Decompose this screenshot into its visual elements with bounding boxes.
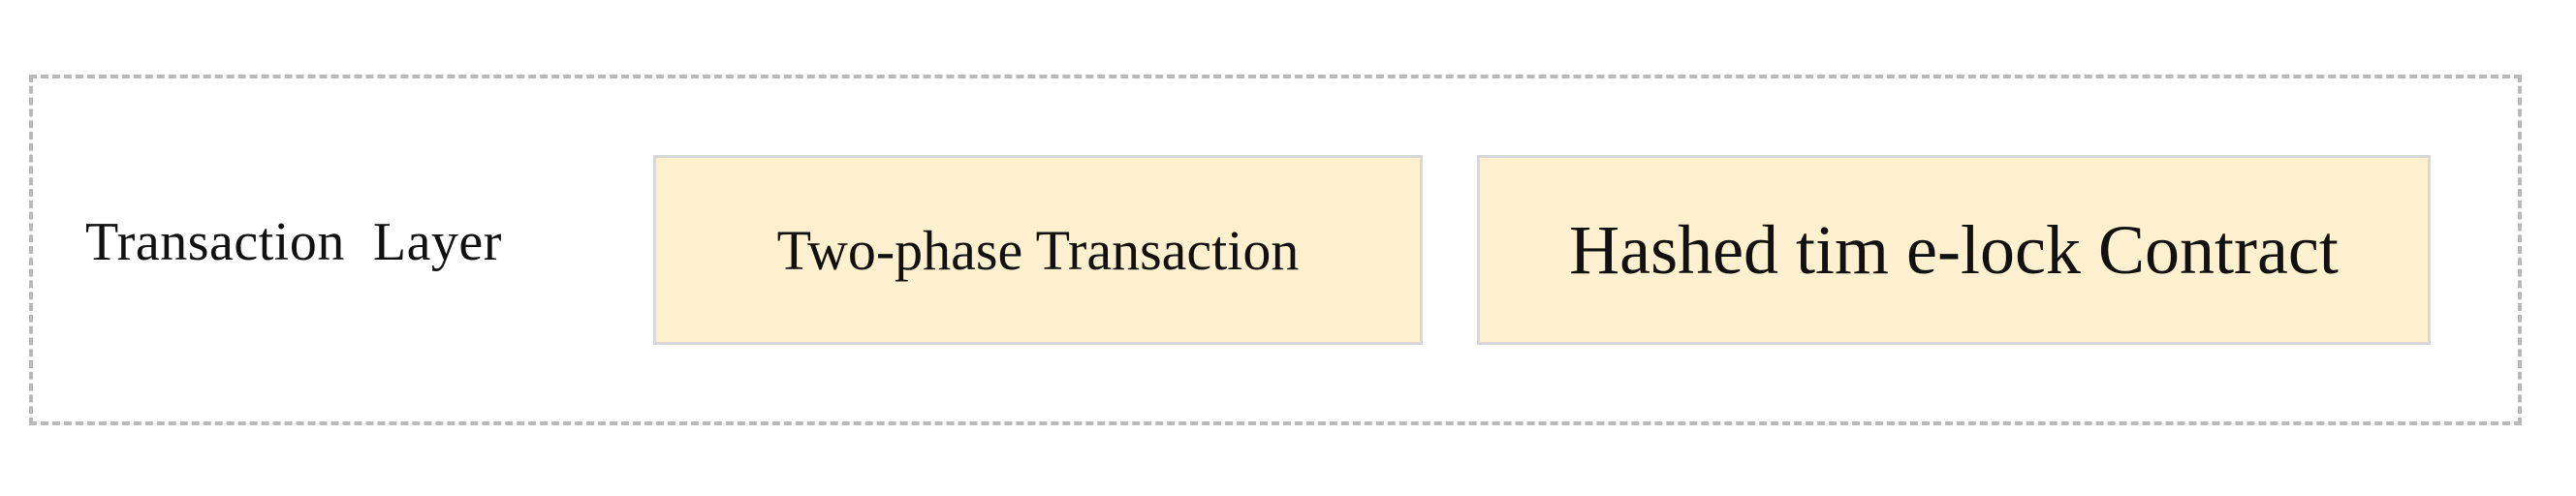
transaction-layer-frame <box>29 75 2522 425</box>
transaction-layer-label: Transaction Layer <box>85 212 502 272</box>
hashed-timelock-contract-box: Hashed tim e-lock Contract <box>1477 155 2431 345</box>
two-phase-transaction-box: Two-phase Transaction <box>653 155 1423 345</box>
